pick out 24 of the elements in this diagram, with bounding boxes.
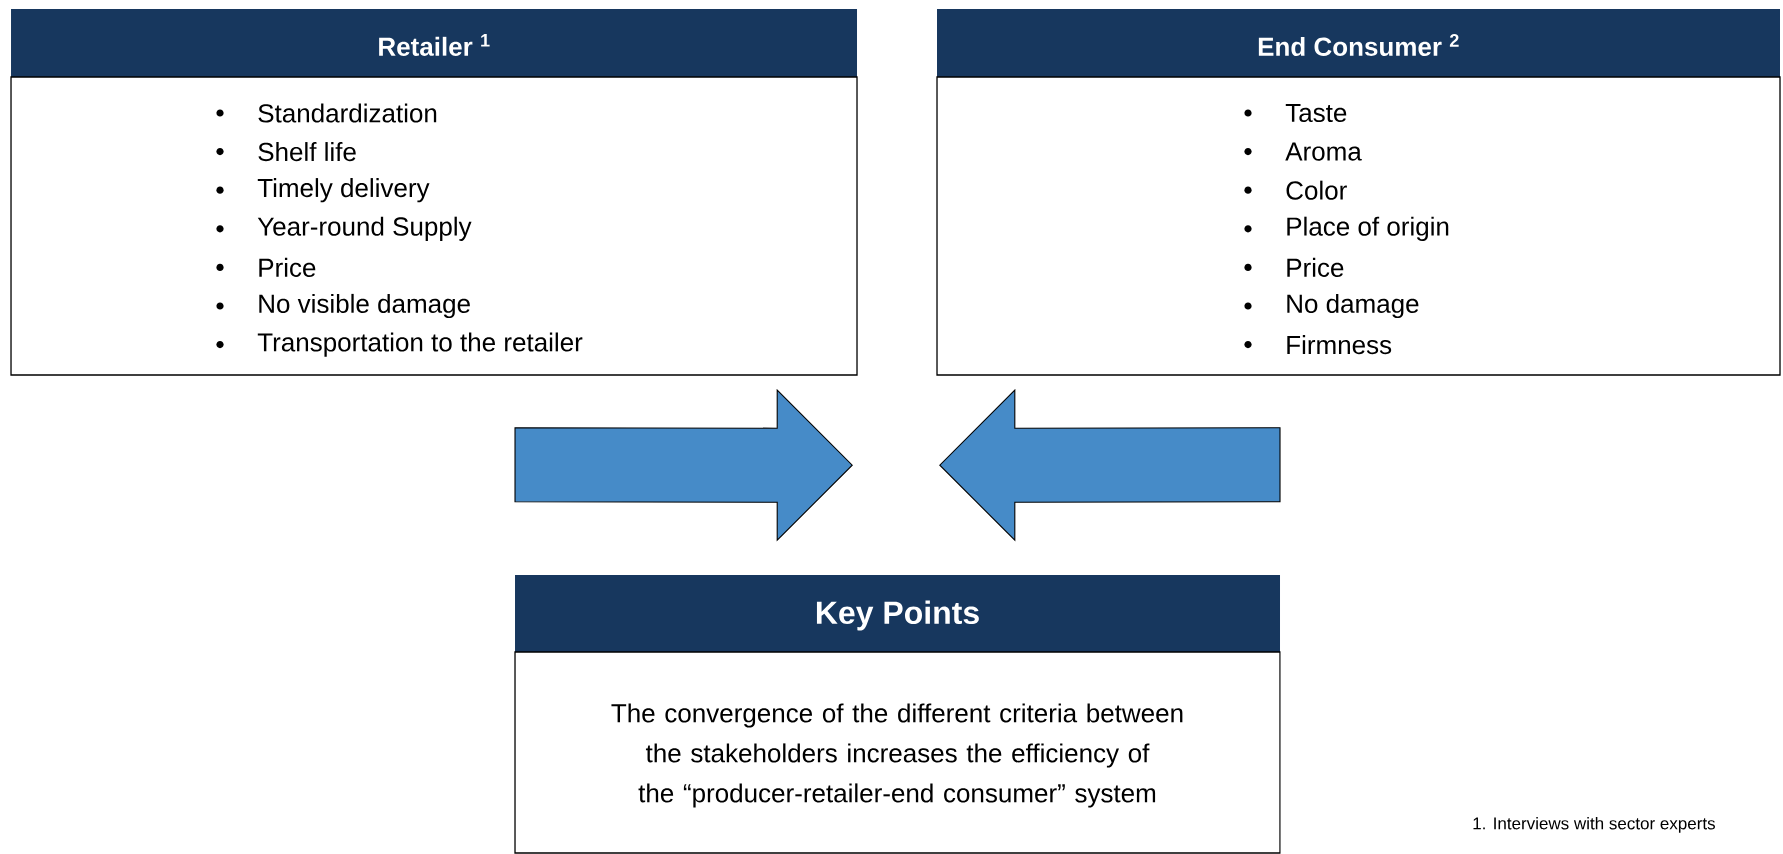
criteria-panel: [10, 9, 858, 376]
list-item: Transportation to the retailer: [257, 332, 583, 357]
list-item: Taste: [1285, 103, 1347, 123]
list-item: Price: [1287, 257, 1344, 277]
header-title: End Consumer $^{2}$: [1258, 34, 1459, 56]
list-item: Aroma: [1285, 142, 1362, 161]
block-arrow: [939, 388, 1281, 542]
footnote: 1. Interviews with sector experts: [1473, 816, 1715, 833]
list-item: Color: [1286, 180, 1347, 200]
header-title: Retailer $^{1}$: [379, 34, 490, 56]
list-item: Year-round Supply: [257, 216, 472, 241]
list-item: Standardization: [258, 103, 437, 123]
list-item: Timely delivery: [257, 178, 430, 203]
criteria-panel: [514, 575, 1281, 854]
header-title: Key Points: [816, 600, 979, 631]
list-item: Shelf life: [258, 142, 356, 162]
list-item: No damage: [1287, 293, 1419, 319]
criteria-panel: [936, 9, 1781, 376]
list-item: Firmness: [1287, 335, 1392, 355]
key-point-text: The convergence of the different criteria between the stakeholders increases the efficiency of the “producer-retailer-end consumer” system: [611, 703, 1183, 808]
list-item: No visible damage: [259, 293, 470, 319]
list-item: Price: [259, 257, 316, 277]
block-arrow: [514, 388, 853, 542]
list-item: Place of origin: [1287, 216, 1449, 241]
